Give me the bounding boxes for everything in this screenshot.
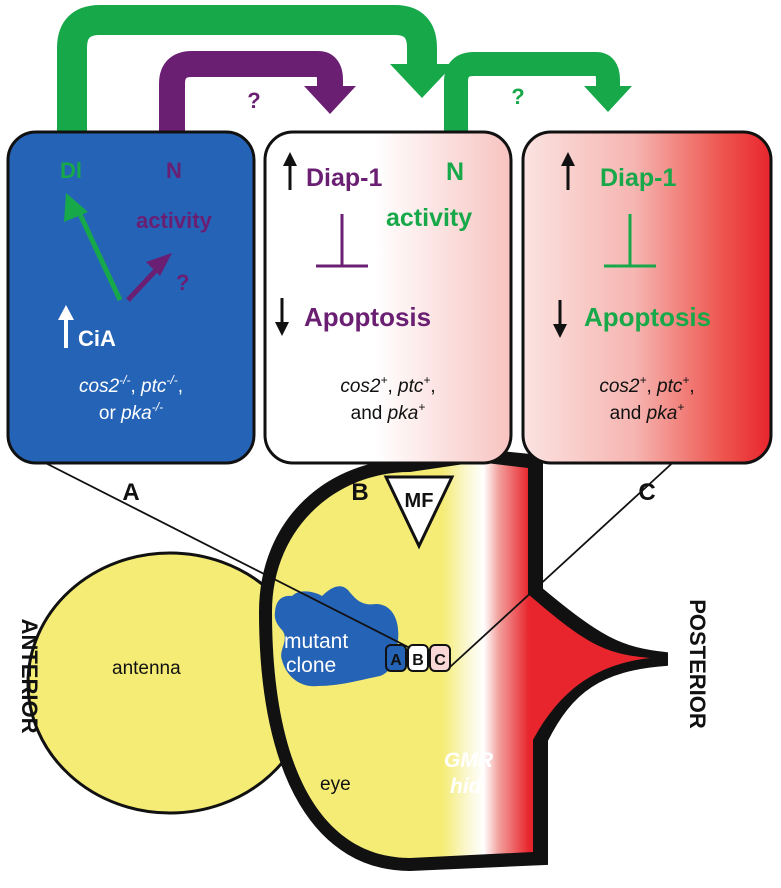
posterior-label: POSTERIOR	[685, 599, 710, 729]
inhibition-bar-icon	[316, 214, 368, 268]
mini-box-c	[429, 644, 451, 672]
panel-a-cia: CiA	[78, 326, 116, 351]
mini-box-a	[385, 644, 407, 672]
panel-a-dl: Dl	[60, 158, 82, 183]
mini-box-b	[407, 644, 429, 672]
mutant-clone-label-line2: clone	[286, 654, 336, 677]
panel-label-b: B	[351, 479, 368, 506]
panel-b-box	[263, 130, 513, 465]
imaginal-disc: MF A B C antenna mutant clone eye GMR hi…	[26, 448, 668, 872]
panel-c-genotype-line1: cos2+, ptc+,	[599, 373, 694, 397]
gmr-label-line1: GMR	[444, 749, 494, 772]
green-question-mark: ?	[511, 84, 524, 109]
panel-a-genotype-line1: cos2-/-, ptc-/-,	[79, 373, 183, 397]
panel-a-genotype-line2: or pka-/-	[99, 400, 163, 424]
up-arrow-icon	[58, 305, 74, 348]
down-arrow-icon	[275, 298, 289, 336]
panel-c: Diap-1 Apoptosis cos2+, ptc+, and pka+	[521, 130, 773, 465]
inhibition-bar-icon	[604, 214, 656, 268]
mini-box-b-label: B	[412, 652, 424, 669]
up-arrow-icon	[283, 152, 297, 190]
mini-box-a-label: A	[390, 652, 402, 669]
arrow-cia-to-dl	[64, 193, 123, 302]
up-arrow-icon	[561, 152, 575, 190]
panel-a-question: ?	[176, 270, 189, 295]
panel-label-a: A	[122, 479, 139, 506]
antenna-label: antenna	[112, 658, 181, 679]
arrow-cia-to-n-activity	[126, 253, 172, 302]
anterior-label: ANTERIOR	[17, 619, 42, 734]
panel-b-diap: Diap-1	[306, 164, 383, 192]
panel-c-box	[521, 130, 773, 465]
green-arrow-b-to-c	[444, 52, 632, 146]
purple-arrow-a-to-b	[159, 51, 356, 132]
eye-disc	[272, 462, 650, 858]
down-arrow-icon	[553, 300, 567, 338]
gmr-label-line2: hid	[450, 775, 483, 798]
panel-c-diap: Diap-1	[600, 164, 677, 192]
mutant-clone-label-line1: mutant	[284, 630, 348, 653]
green-arrow-a-to-b	[57, 5, 454, 132]
panel-label-c: C	[638, 479, 655, 506]
panel-b-activity: activity	[386, 204, 472, 232]
mutant-clone	[274, 586, 399, 687]
panel-b: Diap-1 N activity Apoptosis cos2+, ptc+,…	[263, 130, 513, 465]
eye-label: eye	[320, 774, 351, 795]
panel-a-activity: activity	[136, 208, 213, 233]
panel-a-n: N	[166, 158, 182, 183]
panel-c-genotype-line2: and pka+	[610, 400, 685, 424]
projection-lines	[9, 444, 693, 668]
panel-a: Dl N activity ? CiA cos2-/-, ptc-/-, or …	[6, 130, 256, 465]
panel-b-genotype-line1: cos2+, ptc+,	[340, 373, 435, 397]
mini-box-c-label: C	[434, 652, 446, 669]
panel-b-n: N	[446, 158, 464, 186]
panel-b-apoptosis: Apoptosis	[304, 302, 431, 332]
panel-c-apoptosis: Apoptosis	[584, 302, 711, 332]
purple-question-mark: ?	[247, 88, 260, 113]
morphogenetic-furrow-marker	[383, 475, 455, 550]
mf-label: MF	[405, 490, 434, 512]
panel-b-genotype-line2: and pka+	[351, 400, 426, 424]
